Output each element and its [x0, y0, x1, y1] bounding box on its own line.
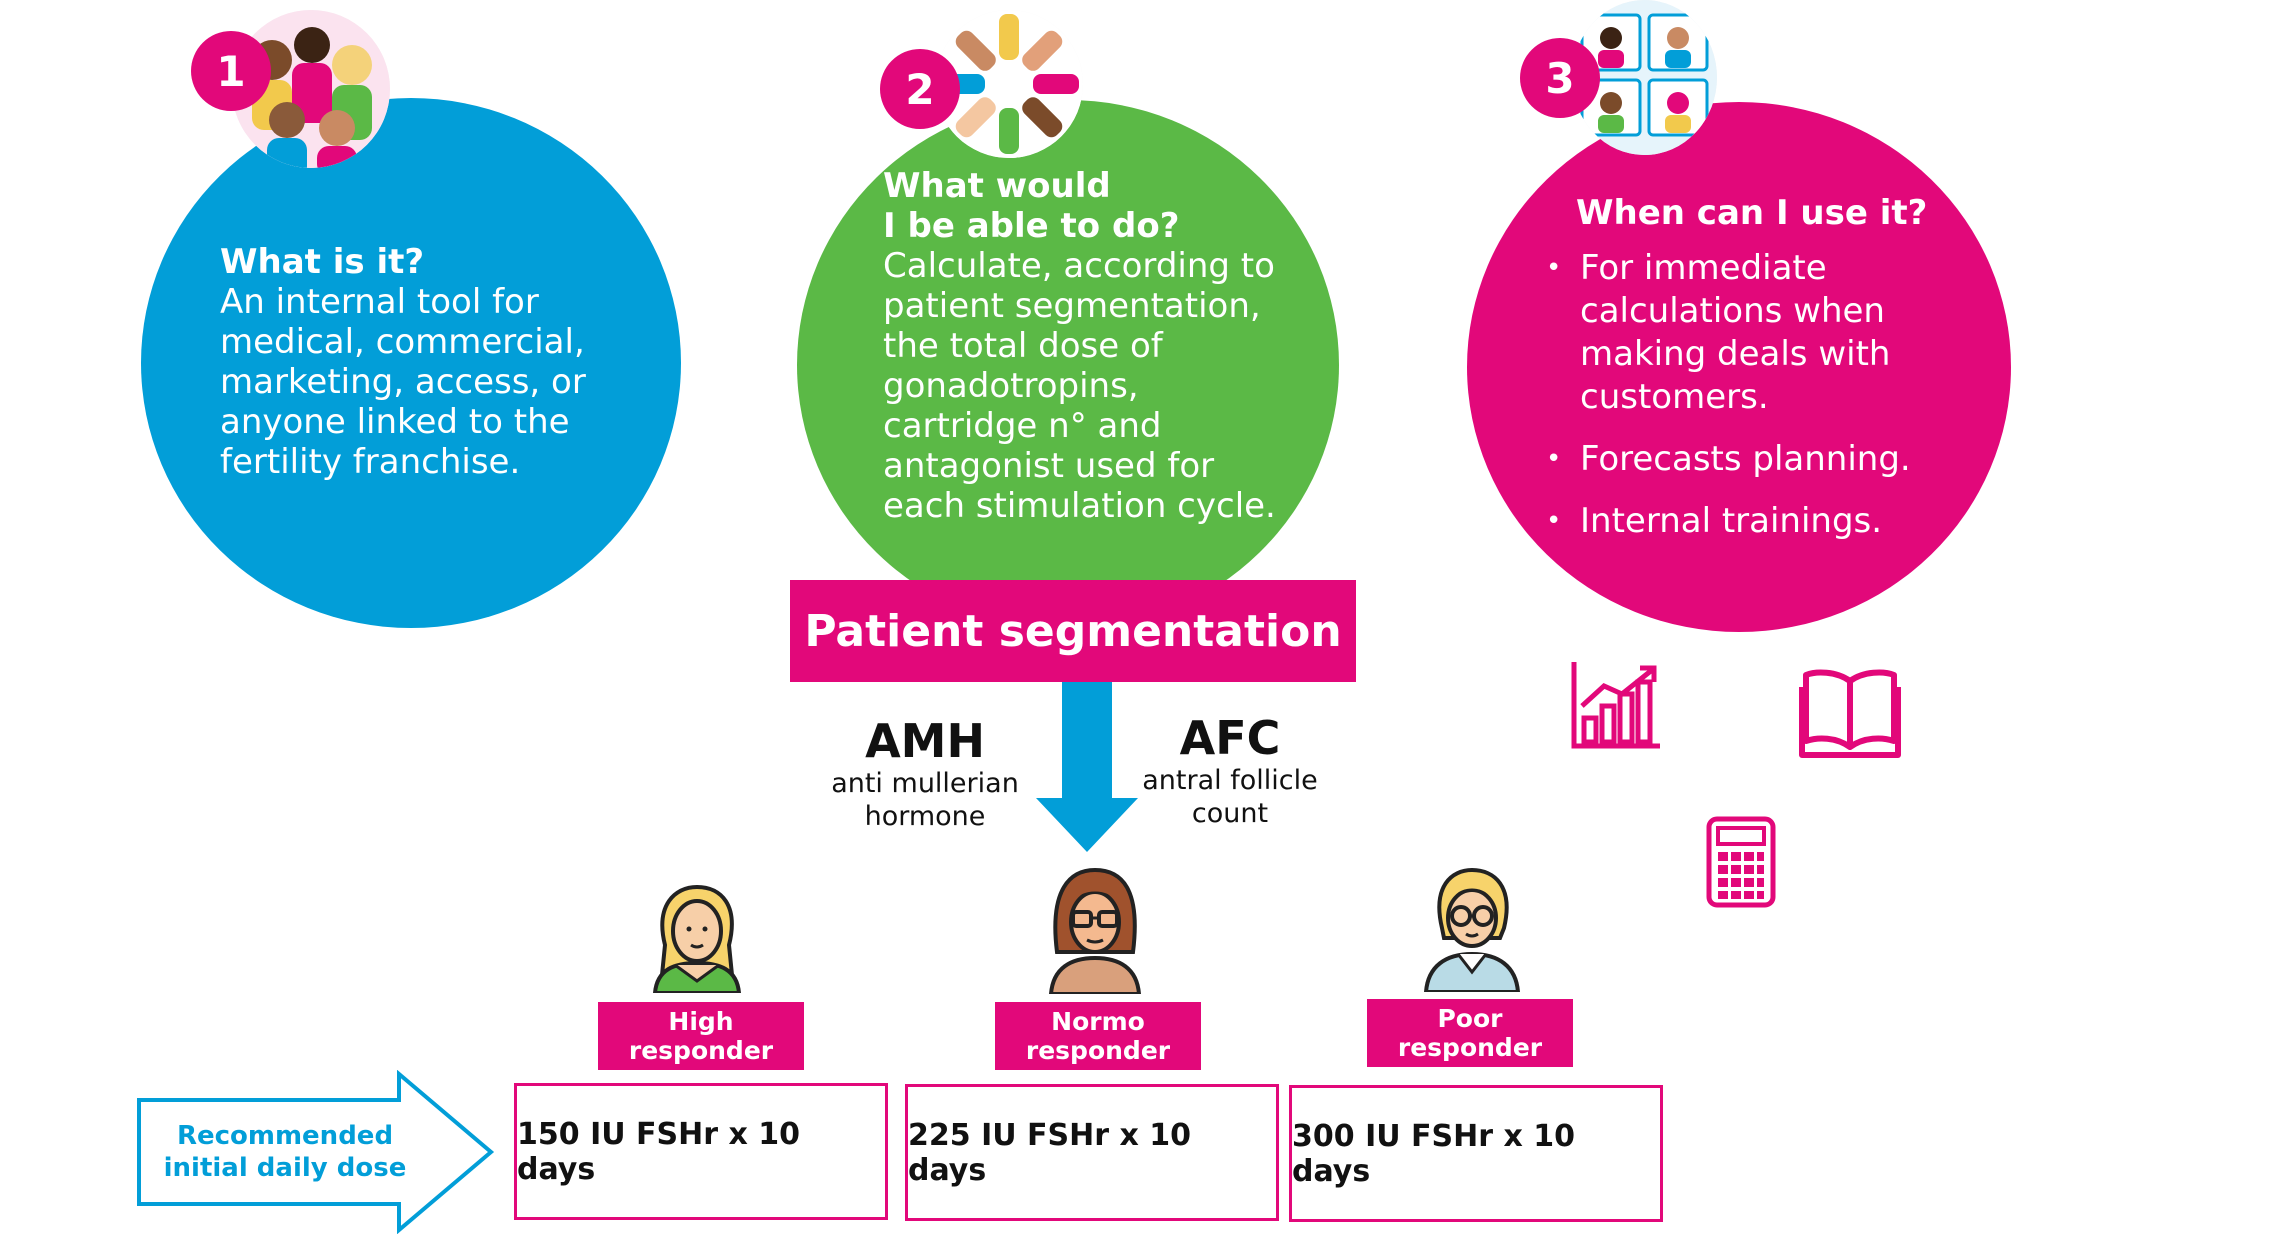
afc-abbr: AFC	[1179, 711, 1281, 765]
step2-text: What would I be able to do? Calculate, a…	[883, 166, 1283, 526]
normo-responder-avatar-icon	[1048, 868, 1142, 994]
recommended-arrow-icon	[137, 1070, 495, 1234]
recommended-line2: initial daily dose	[163, 1153, 407, 1183]
afc-desc-line1: antral follicle	[1142, 765, 1318, 796]
step2-number-badge: 2	[880, 49, 960, 129]
step1-number-badge: 1	[191, 31, 271, 111]
step1-body: An internal tool for medical, commercial…	[220, 282, 586, 482]
afc-term: AFC antral follicle count	[1130, 712, 1330, 830]
step3-number-badge: 3	[1520, 38, 1600, 118]
step1-heading: What is it?	[220, 242, 425, 282]
step3-bullet-list: For immediate calculations when making d…	[1546, 247, 1976, 562]
high-responder-line1: High	[668, 1007, 734, 1036]
step1-text: What is it? An internal tool for medical…	[220, 242, 620, 482]
recommended-line1: Recommended	[176, 1121, 394, 1151]
step2-circle	[797, 100, 1339, 630]
recommended-dose-label: Recommended initial daily dose	[150, 1120, 420, 1184]
high-responder-label: High responder	[598, 1002, 804, 1070]
bar-chart-growth-icon	[1571, 662, 1660, 749]
step2-number: 2	[905, 64, 935, 114]
step3-bullet: For immediate calculations when making d…	[1546, 247, 1976, 419]
step2-heading-line1: What would	[883, 166, 1111, 206]
poor-responder-line1: Poor	[1437, 1004, 1503, 1033]
step2-body: Calculate, according to patient segmenta…	[883, 246, 1276, 526]
poor-responder-dose: 300 IU FSHr x 10 days	[1289, 1085, 1663, 1222]
poor-responder-label: Poor responder	[1367, 999, 1573, 1067]
step3-bullet: Forecasts planning.	[1546, 438, 1976, 481]
poor-responder-line2: responder	[1397, 1033, 1543, 1062]
amh-desc-line1: anti mullerian	[831, 768, 1019, 799]
high-responder-avatar-icon	[652, 885, 742, 993]
step1-number: 1	[216, 46, 246, 96]
calculator-icon	[1706, 816, 1776, 908]
step2-heading-line2: I be able to do?	[883, 206, 1180, 246]
amh-abbr: AMH	[865, 714, 985, 768]
high-responder-dose: 150 IU FSHr x 10 days	[514, 1083, 888, 1220]
step2-image	[935, 10, 1083, 158]
step3-image	[1572, 0, 1717, 155]
amh-desc-line2: hormone	[864, 801, 986, 832]
normo-responder-line1: Normo	[1051, 1007, 1145, 1036]
step3-heading: When can I use it?	[1576, 193, 1928, 233]
step3-number: 3	[1545, 53, 1575, 103]
afc-desc-line2: count	[1191, 798, 1269, 829]
patient-segmentation-title: Patient segmentation	[790, 580, 1356, 682]
normo-responder-line2: responder	[1025, 1036, 1171, 1065]
high-responder-line2: responder	[628, 1036, 774, 1065]
down-arrow-icon	[1036, 682, 1138, 852]
step3-heading-wrap: When can I use it?	[1576, 193, 1976, 233]
normo-responder-dose: 225 IU FSHr x 10 days	[905, 1084, 1279, 1221]
step1-circle	[141, 98, 681, 628]
step3-bullet: Internal trainings.	[1546, 500, 1976, 543]
open-book-icon	[1799, 669, 1901, 758]
poor-responder-avatar-icon	[1423, 868, 1521, 992]
amh-term: AMH anti mullerian hormone	[820, 715, 1030, 833]
normo-responder-label: Normo responder	[995, 1002, 1201, 1070]
